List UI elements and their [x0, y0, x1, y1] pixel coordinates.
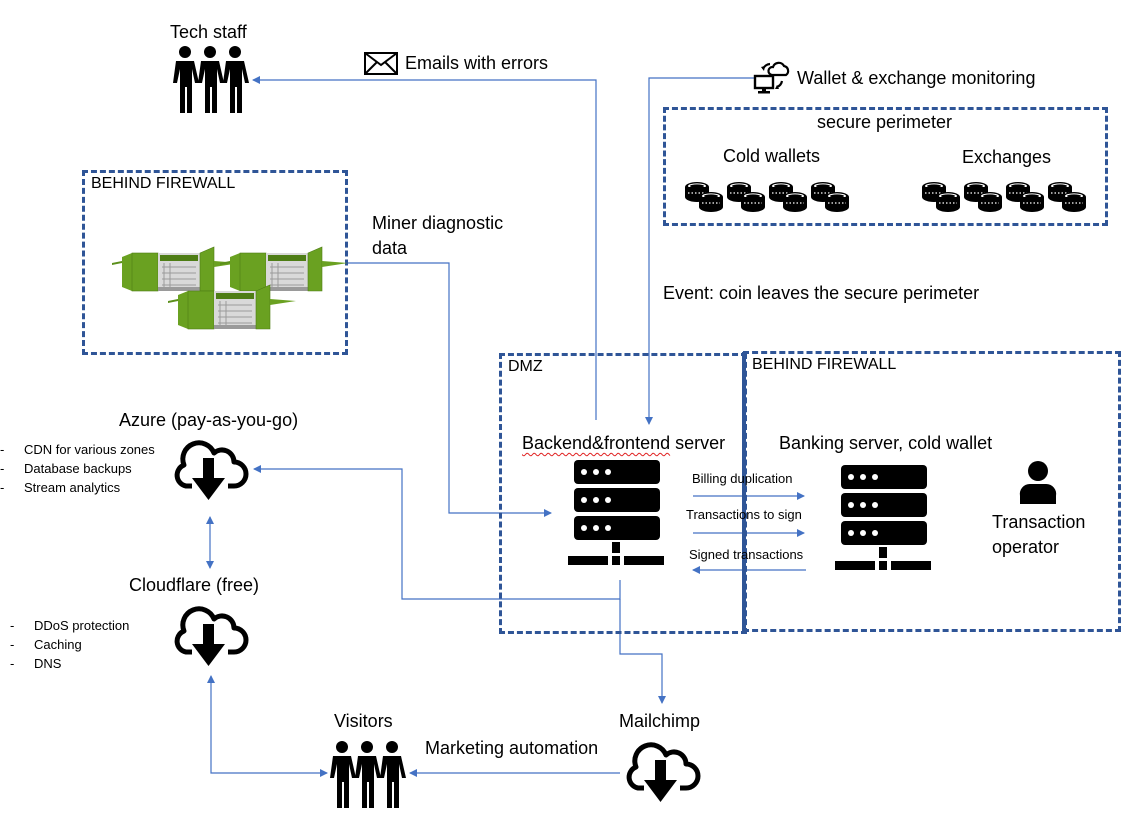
transaction-operator-label: Transaction operator — [992, 510, 1085, 560]
emails-with-errors-label: Emails with errors — [405, 53, 549, 73]
cloud-download-icon — [626, 742, 701, 802]
person-icon — [1019, 461, 1057, 504]
mailchimp-label: Mailchimp — [619, 711, 701, 731]
miners-zone-title: BEHIND FIREWALL — [91, 175, 236, 192]
azure-service-item: Database backups — [0, 459, 155, 478]
secure-perimeter-zone: secure perimeter Cold wallets Exchanges — [663, 107, 1108, 226]
operator-label-line2: operator — [992, 537, 1060, 557]
cloud-download-icon — [174, 606, 249, 666]
flow-coin-event — [645, 77, 758, 425]
zone-divider — [742, 352, 746, 634]
backend-server-label: Backend&frontend server — [522, 432, 725, 454]
signed-transactions-label: Signed transactions — [689, 547, 804, 562]
operator-label-line1: Transaction — [992, 512, 1086, 532]
flow-backend-azure — [253, 465, 621, 600]
banking-zone-title: BEHIND FIREWALL — [752, 356, 897, 373]
exchanges-coins — [922, 181, 1090, 222]
banking-server-label: Banking server, cold wallet — [779, 433, 993, 453]
cloudflare-service-item: DDoS protection — [6, 616, 129, 635]
azure-service-item: CDN for various zones — [0, 440, 155, 459]
envelope-icon — [364, 52, 398, 75]
exchanges-label: Exchanges — [962, 147, 1052, 167]
cloudflare-services-list: DDoS protection Caching DNS — [6, 616, 129, 673]
azure-label: Azure (pay-as-you-go) — [119, 410, 299, 430]
miner-diagnostic-label: Miner diagnostic data — [372, 213, 504, 258]
flow-emails-with-errors — [252, 76, 597, 420]
coins-icon — [685, 182, 849, 212]
mining-containers-image — [111, 246, 349, 330]
backend-label-part2: server — [670, 433, 726, 453]
visitors-label: Visitors — [334, 711, 393, 731]
people-group-icon — [330, 741, 406, 808]
server-icon — [568, 460, 664, 565]
server-icon — [835, 465, 931, 570]
cloud-download-icon — [174, 440, 249, 500]
flow-cloudflare-visitors — [207, 675, 328, 777]
people-group-icon — [173, 46, 249, 113]
billing-duplication-label: Billing duplication — [692, 471, 793, 486]
secure-perimeter-title: secure perimeter — [817, 112, 953, 132]
cloudflare-service-item: Caching — [6, 635, 129, 654]
transactions-to-sign-label: Transactions to sign — [686, 507, 802, 522]
banking-firewall-zone: BEHIND FIREWALL — [743, 351, 1121, 632]
flow-backend-mailchimp — [619, 599, 666, 704]
cloud-sync-monitor-icon — [753, 61, 790, 94]
tech-staff-label: Tech staff — [170, 22, 247, 42]
cold-wallets-label: Cold wallets — [723, 146, 821, 166]
miners-firewall-zone: BEHIND FIREWALL — [82, 170, 349, 355]
dmz-zone-title: DMZ — [508, 358, 543, 375]
marketing-automation-label: Marketing automation — [425, 738, 599, 758]
coins-icon — [922, 182, 1086, 212]
backend-label-part1: Backend&frontend — [522, 433, 671, 453]
coin-event-label: Event: coin leaves the secure perimeter — [663, 283, 980, 303]
wallet-monitoring-label: Wallet & exchange monitoring — [797, 68, 1036, 88]
cloudflare-service-item: DNS — [6, 654, 129, 673]
cloudflare-label: Cloudflare (free) — [129, 575, 260, 595]
cold-wallets-coins — [685, 181, 853, 222]
azure-service-item: Stream analytics — [0, 478, 155, 497]
azure-services-list: CDN for various zones Database backups S… — [0, 440, 155, 497]
